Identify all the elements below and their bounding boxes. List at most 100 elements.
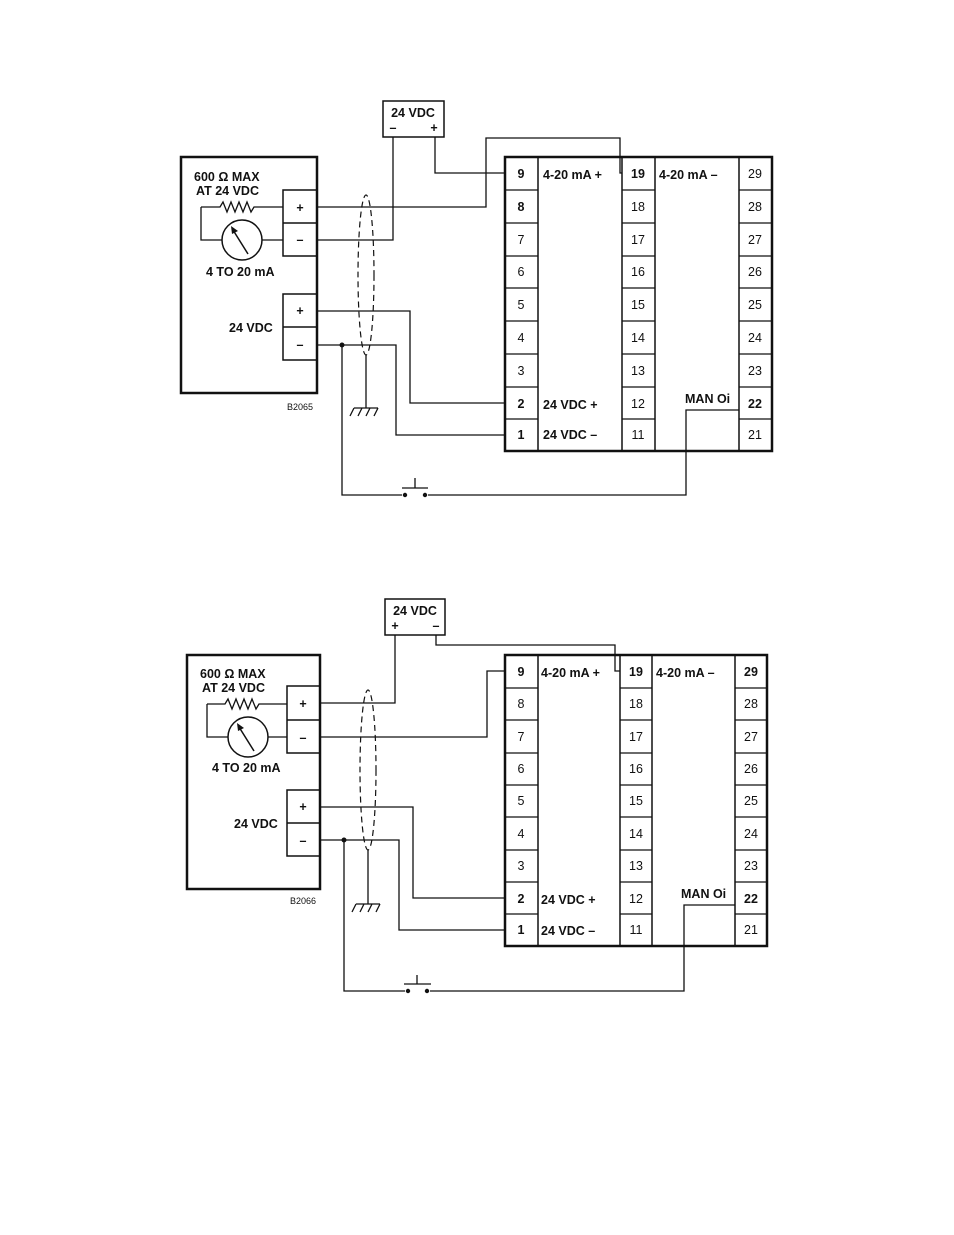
terminal-22: 22 [748,397,762,411]
terminal-8: 8 [518,697,525,711]
ammeter-icon [227,716,269,758]
wire-switch-left [341,345,402,496]
supply-plus-sign: + [296,304,303,318]
terminal-18: 18 [629,697,643,711]
terminal-5: 5 [518,298,525,312]
cable-shield [359,689,377,851]
terminal-21: 21 [748,428,762,442]
terminal-9: 9 [518,665,525,679]
wire-psu-minus [435,635,620,672]
supply-label: 24 VDC [234,817,278,831]
terminal-2: 2 [518,397,525,411]
terminal-1: 1 [518,923,525,937]
terminal-9: 9 [518,167,525,181]
wire-supply-minus [317,344,505,436]
terminal-8: 8 [518,200,525,214]
terminal-26: 26 [748,265,762,279]
wire-switch-right [430,904,735,992]
diagram-code: B2065 [287,402,313,412]
ammeter-icon [221,219,263,261]
terminal-5: 5 [518,794,525,808]
psu-right-sign: + [430,121,437,135]
terminal-25: 25 [748,298,762,312]
terminal-17: 17 [629,730,643,744]
wire-supply-plus [320,806,505,899]
cable-shield [357,194,375,356]
terminal-26: 26 [744,762,758,776]
psu-left-sign: + [391,619,398,633]
terminal-11: 11 [630,923,643,937]
wire-meter-minus [320,670,505,738]
field-device-box [179,155,319,395]
terminal-14: 14 [631,331,645,345]
meter-plus-sign: + [299,697,306,711]
label-t22: MAN Oi [685,392,730,406]
supply-plus-sign: + [299,800,306,814]
ground-icon [349,355,379,417]
wire-psu-plus [434,137,505,174]
terminal-numbers-right: 29 28 27 26 25 24 23 22 21 [744,665,758,937]
terminal-3: 3 [518,859,525,873]
terminal-13: 13 [629,859,643,873]
diagram-2: 600 Ω MAX AT 24 VDC 4 TO 20 mA + – + – 2… [185,598,769,994]
wire-switch-right [428,409,739,496]
terminal-numbers-middle: 19 18 17 16 15 14 13 12 11 [629,665,643,937]
wire-supply-plus [317,310,505,404]
meter-spec-line2: AT 24 VDC [202,681,265,695]
terminal-29: 29 [748,167,762,181]
label-t22: MAN Oi [681,887,726,901]
wire-psu-minus [317,137,394,241]
resistor-symbol [207,697,287,711]
meter-range: 4 TO 20 mA [212,761,281,775]
terminal-18: 18 [631,200,645,214]
terminal-2: 2 [518,892,525,906]
wire-meter-plus [317,137,622,208]
meter-range: 4 TO 20 mA [206,265,275,279]
meter-minus-sign: – [300,731,307,745]
terminal-numbers-right: 29 28 27 26 25 24 23 22 21 [748,167,762,442]
label-t19: 4-20 mA – [659,168,718,182]
terminal-23: 23 [748,364,762,378]
terminal-12: 12 [629,892,643,906]
terminal-7: 7 [518,233,525,247]
label-t1: 24 VDC – [543,428,597,442]
terminal-28: 28 [748,200,762,214]
label-t9: 4-20 mA + [541,666,600,680]
terminal-3: 3 [518,364,525,378]
pushbutton-icon [402,492,408,498]
supply-label: 24 VDC [229,321,273,335]
terminal-24: 24 [748,331,762,345]
meter-spec-line1: 600 Ω MAX [200,667,266,681]
psu-label: 24 VDC [391,106,435,120]
meter-minus-sign: – [297,233,304,247]
terminal-27: 27 [744,730,758,744]
pushbutton-icon [405,988,411,994]
meter-plus-sign: + [296,201,303,215]
terminal-11: 11 [632,428,645,442]
terminal-21: 21 [744,923,758,937]
terminal-4: 4 [518,331,525,345]
terminal-numbers-middle: 19 18 17 16 15 14 13 12 11 [631,167,645,442]
label-t2: 24 VDC + [541,893,596,907]
wire-psu-plus [320,635,396,704]
supply-minus-sign: – [300,834,307,848]
terminal-28: 28 [744,697,758,711]
terminal-22: 22 [744,892,758,906]
terminal-6: 6 [518,265,525,279]
wire-switch-left [343,840,405,992]
terminal-25: 25 [744,794,758,808]
terminal-29: 29 [744,665,758,679]
psu-label: 24 VDC [393,604,437,618]
terminal-numbers-left: 9 8 7 6 5 4 3 2 1 [518,167,525,442]
meter-spec-line2: AT 24 VDC [196,184,259,198]
external-power-supply [382,100,445,138]
terminal-7: 7 [518,730,525,744]
psu-right-sign: – [433,619,440,633]
terminal-numbers-left: 9 8 7 6 5 4 3 2 1 [518,665,525,937]
terminal-15: 15 [629,794,643,808]
external-power-supply [384,598,446,636]
terminal-23: 23 [744,859,758,873]
label-t19: 4-20 mA – [656,666,715,680]
psu-left-sign: – [390,121,397,135]
